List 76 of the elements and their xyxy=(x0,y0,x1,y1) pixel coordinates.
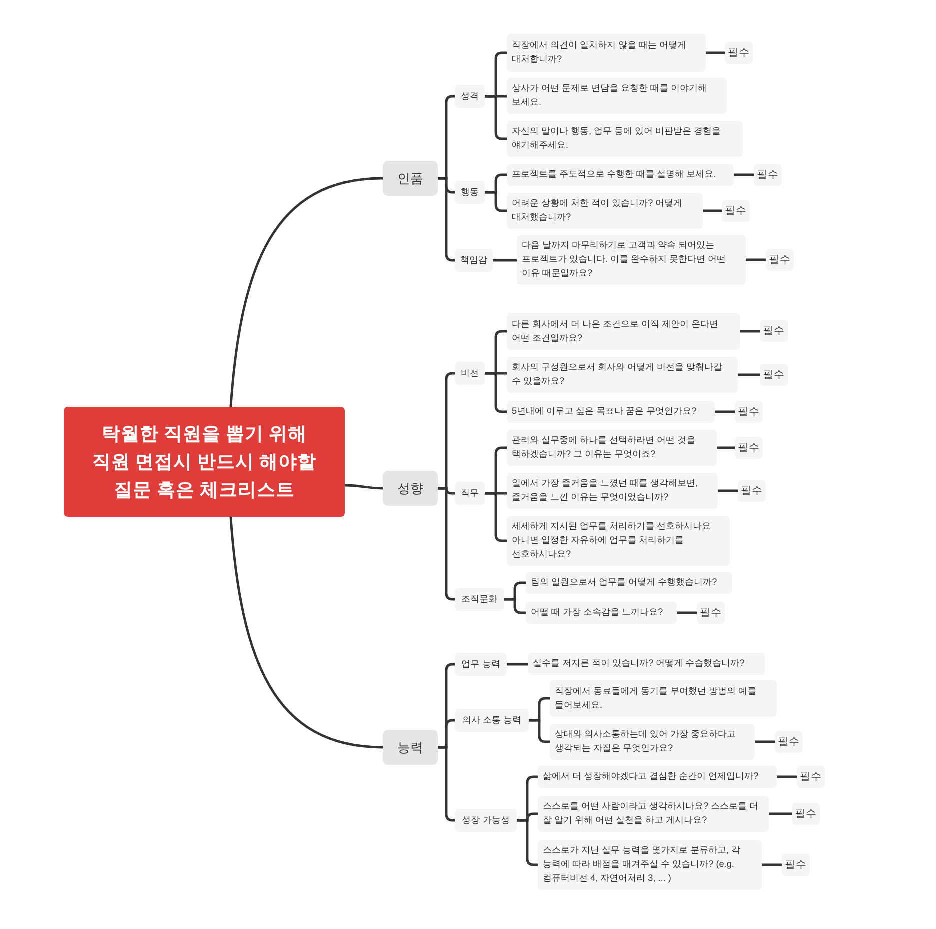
subtopic-box: 행동 xyxy=(455,181,485,204)
connector-line xyxy=(485,191,507,212)
required-tag: 필수 xyxy=(782,854,810,876)
required-tag: 필수 xyxy=(775,731,803,753)
subtopic-box: 성장 가능성 xyxy=(455,809,517,832)
required-tag: 필수 xyxy=(760,364,788,386)
question-box: 어려운 상황에 처한 적이 있습니까? 어떻게 대처했습니까? xyxy=(507,193,703,229)
subtopic-box: 책임감 xyxy=(455,249,493,272)
question-box: 상사가 어떤 문제로 면담을 요청한 때를 이야기해 보세요. xyxy=(507,78,727,114)
question-box: 자신의 말이나 행동, 업무 등에 있어 비판받은 경험을 얘기해주세요. xyxy=(507,121,743,157)
connector-line xyxy=(777,776,797,778)
category-box: 인품 xyxy=(383,161,438,196)
required-tag: 필수 xyxy=(760,320,788,342)
connector-line xyxy=(507,663,528,666)
branch-curve xyxy=(230,516,384,749)
branch-curve xyxy=(230,177,384,408)
question-box: 스스로가 지닌 실무 능력을 몇가지로 분류하고, 각 능력에 따라 배점을 매겨주실 수 있습니까? (e.g. 컴퓨터비전 4, 자연어처리 3, ... ) xyxy=(538,840,762,890)
category-box: 성향 xyxy=(383,471,438,506)
question-box: 팀의 일원으로서 업무를 어떻게 수행했습니까? xyxy=(526,572,732,594)
required-tag: 필수 xyxy=(697,602,725,624)
subtopic-box: 의사 소통 능력 xyxy=(455,709,529,732)
subtopic-box: 비전 xyxy=(455,362,485,385)
question-box: 일에서 가장 즐거움을 느꼈던 때를 생각해보면, 즐거움을 느낀 이유는 무엇이었습니까? xyxy=(507,473,718,509)
required-tag: 필수 xyxy=(797,766,825,788)
question-box: 다른 회사에서 더 나은 조건으로 이직 제안이 온다면 어떤 조건일까요? xyxy=(507,313,740,350)
connector-line xyxy=(438,746,455,822)
branch-curve xyxy=(344,484,384,490)
connector-line xyxy=(718,490,738,492)
connector-line xyxy=(717,446,735,450)
question-box: 직장에서 동료들에게 동기를 부여했던 방법의 예를 들어보세요. xyxy=(550,680,777,717)
question-box: 세세하게 지시된 업무를 처리하기를 선호하시나요 아니면 일정한 자유하에 업무를 처리하기를 선호하시나요? xyxy=(507,516,730,566)
connector-line xyxy=(755,740,775,744)
connector-line xyxy=(746,258,766,262)
connector-line xyxy=(703,210,722,212)
connector-line xyxy=(504,598,526,614)
connector-line xyxy=(677,612,697,614)
required-tag: 필수 xyxy=(738,480,766,502)
connector-line xyxy=(529,719,550,744)
subtopic-box: 직무 xyxy=(455,482,485,505)
question-box: 삶에서 더 성장해야겠다고 결심한 순간이 언제입니까? xyxy=(538,766,777,788)
question-box: 상대와 의사소통하는데 있어 가장 중요하다고 생각되는 자질은 무엇인가요? xyxy=(550,724,755,760)
required-tag: 필수 xyxy=(766,249,794,271)
connector-line xyxy=(706,52,725,54)
category-box: 능력 xyxy=(383,730,438,765)
connector-line xyxy=(493,259,517,262)
required-tag: 필수 xyxy=(725,42,753,64)
question-box: 스스로를 어떤 사람이라고 생각하시나요? 스스로를 더 잘 알기 위해 어떤 실천을 하고 게시나요? xyxy=(538,796,769,832)
question-box: 실수를 저지른 적이 있습니까? 어떻게 수습했습니까? xyxy=(528,653,765,675)
connector-line xyxy=(769,812,792,816)
connector-line xyxy=(740,330,760,333)
required-tag: 필수 xyxy=(735,401,763,423)
question-box: 관리와 실무중에 하나를 선택하라면 어떤 것을 택하겠습니까? 그 이유는 무엇이죠? xyxy=(507,430,717,466)
required-tag: 필수 xyxy=(722,200,750,222)
connector-line xyxy=(738,374,760,376)
connector-line xyxy=(485,372,507,414)
question-box: 회사의 구성원으로서 회사와 어떻게 비전을 맞춰나갈 수 있을까요? xyxy=(507,357,738,393)
required-tag: 필수 xyxy=(754,164,782,186)
subtopic-box: 성격 xyxy=(455,85,485,108)
connector-line xyxy=(715,410,735,414)
question-box: 프로젝트를 주도적으로 수행한 때를 설명해 보세요. xyxy=(507,164,734,186)
connector-line xyxy=(734,174,754,176)
subtopic-box: 조직문화 xyxy=(455,588,504,611)
topic-box: 탁월한 직원을 뽑기 위해 직원 면접시 반드시 해야할 질문 혹은 체크리스트 xyxy=(64,407,345,517)
connector-line xyxy=(762,864,782,866)
connector-line xyxy=(438,487,455,601)
connector-line xyxy=(485,95,507,140)
connector-line xyxy=(517,819,538,866)
required-tag: 필수 xyxy=(792,803,820,825)
connector-line xyxy=(485,492,507,542)
question-box: 직장에서 의견이 일치하지 않을 때는 어떻게 대처합니까? xyxy=(507,34,706,72)
connector-line xyxy=(438,177,455,262)
subtopic-box: 업무 능력 xyxy=(455,653,507,676)
required-tag: 필수 xyxy=(735,437,763,459)
question-box: 어떨 때 가장 소속감을 느끼나요? xyxy=(526,602,677,624)
question-box: 다음 날까지 마무리하기로 고객과 약속 되어있는 프로젝트가 있습니다. 이를 완수하지 못한다면 어떤 이유 때문일까요? xyxy=(517,235,746,285)
question-box: 5년내에 이루고 싶은 목표나 꿈은 무엇인가요? xyxy=(507,401,715,423)
